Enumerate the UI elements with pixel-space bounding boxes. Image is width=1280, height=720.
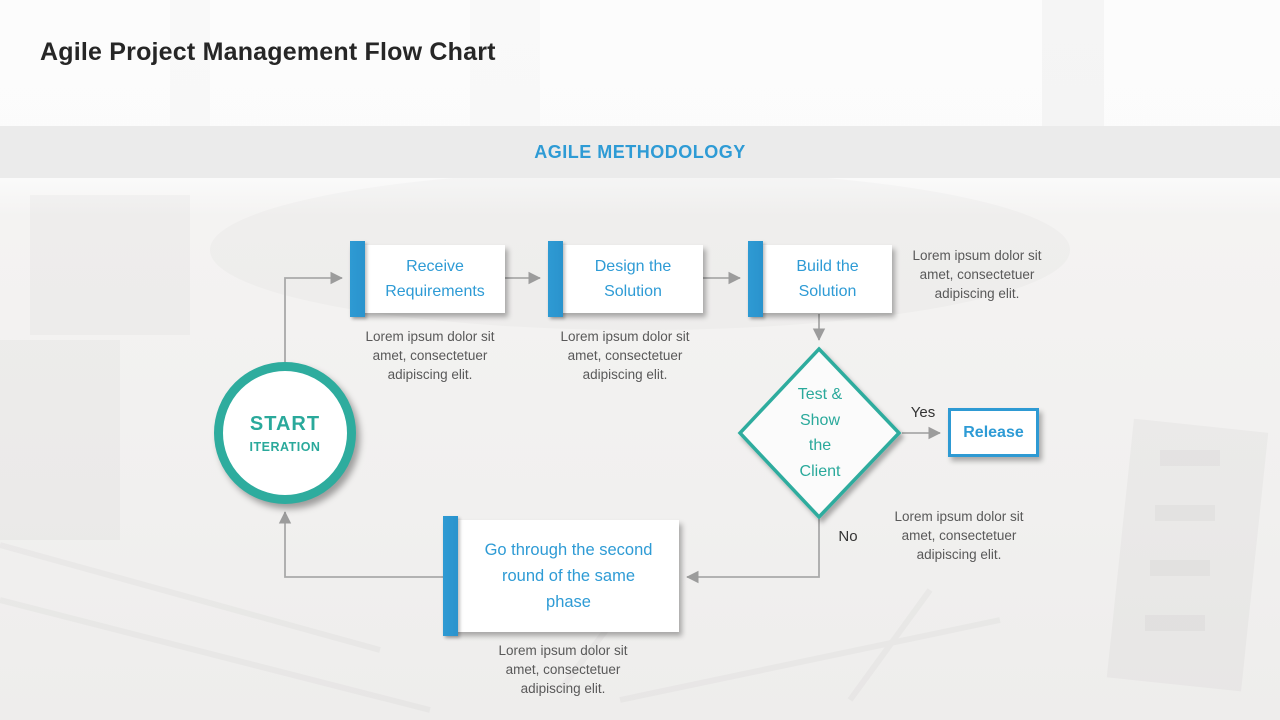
decision-caption: Lorem ipsum dolor sit amet, consectetuer… <box>894 509 1024 562</box>
start-iteration-node: START ITERATION <box>214 362 356 504</box>
page-title: Agile Project Management Flow Chart <box>40 38 496 66</box>
accent-bar <box>748 241 763 317</box>
decision-diamond <box>737 346 902 520</box>
decision-line: Client <box>799 462 841 480</box>
node-label: Design the Solution <box>594 258 672 300</box>
build-solution-caption: Lorem ipsum dolor sit amet, consectetuer… <box>912 248 1042 301</box>
node-label: Build the Solution <box>796 258 859 300</box>
receive-requirements-node: Receive Requirements <box>350 241 505 317</box>
connector-loop-to-start <box>278 511 443 578</box>
no-branch-label: No <box>838 528 858 545</box>
accent-bar <box>350 241 365 317</box>
iteration-label: ITERATION <box>249 439 321 454</box>
start-label: START <box>249 412 321 435</box>
decision-line: the <box>808 437 832 454</box>
decision-node-label: Test & Show the Client <box>759 382 881 484</box>
loop-node: Go through the second round of the same … <box>443 516 679 636</box>
node-label: Go through the second round of the same … <box>484 541 653 611</box>
loop-caption: Lorem ipsum dolor sit amet, consectetuer… <box>498 643 628 696</box>
banner-title: AGILE METHODOLOGY <box>534 141 746 162</box>
connector-start-to-receive <box>284 271 343 362</box>
build-solution-node: Build the Solution <box>748 241 892 317</box>
yes-branch-label: Yes <box>910 404 936 421</box>
release-label: Release <box>963 423 1024 441</box>
decision-line: Test & <box>797 386 843 403</box>
methodology-banner: AGILE METHODOLOGY <box>0 126 1280 178</box>
accent-bar <box>548 241 563 317</box>
receive-requirements-caption: Lorem ipsum dolor sit amet, consectetuer… <box>365 329 495 382</box>
connector-decision-to-loop <box>686 519 820 584</box>
release-node: Release <box>948 408 1039 457</box>
design-solution-caption: Lorem ipsum dolor sit amet, consectetuer… <box>560 329 690 382</box>
accent-bar <box>443 516 458 636</box>
design-solution-node: Design the Solution <box>548 241 703 317</box>
node-label: Receive Requirements <box>385 258 485 300</box>
decision-line: Show <box>799 411 841 429</box>
